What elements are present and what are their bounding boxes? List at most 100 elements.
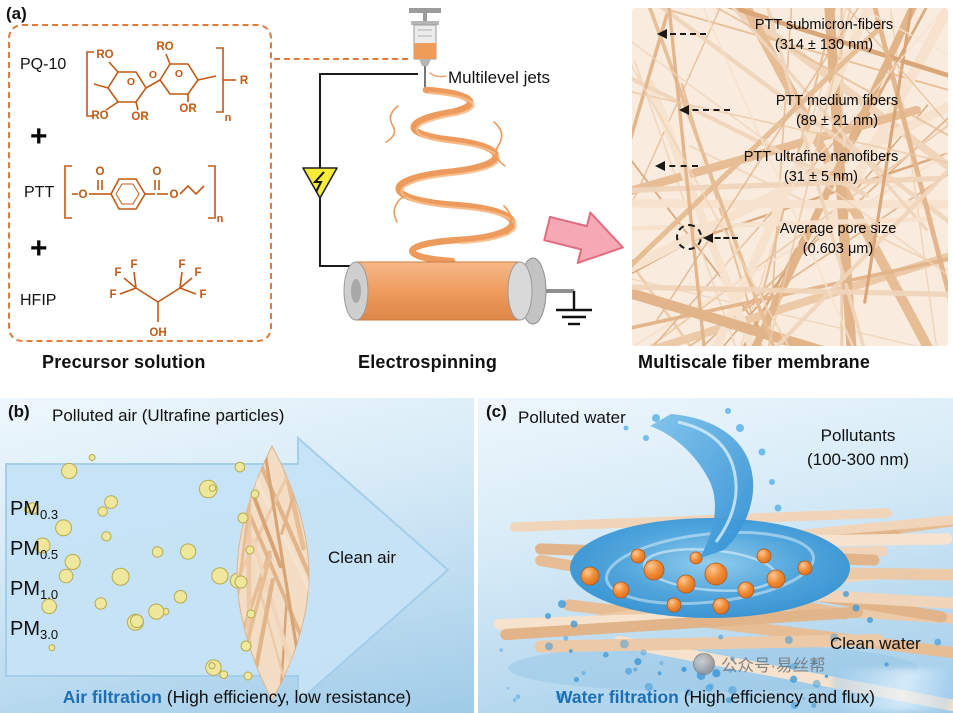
splash-drop [789,675,798,683]
annotation-arrow-icon [679,105,730,115]
membrane-fibers-svg [632,8,948,346]
fiber-network [632,8,948,346]
fiber-line [275,592,289,700]
captured-particle [240,640,252,652]
panel-b: (b) Polluted air (Ultrafine particles) P… [0,398,474,713]
annotation-arrow-icon [657,29,706,39]
pm-label: PM0.3 [10,498,59,522]
hfip-structure: F F F F F F OH [109,259,206,339]
pm-particle [64,553,81,570]
pm-particle [48,644,56,652]
splash-drop [515,694,521,700]
pm-label: PM0.5 [10,538,59,562]
pm-particle [111,567,130,586]
pm-particle [234,461,246,473]
pm-particle [148,603,165,620]
dashed-connector [274,58,408,60]
pm-particle [211,567,229,585]
pm-particle [208,662,216,670]
electrospinning-apparatus [302,8,624,326]
pm-particle [88,453,96,462]
svg-text:O: O [153,166,162,178]
pollutant-sphere [766,569,786,589]
splash-drop [728,668,733,673]
electrospinning-caption: Electrospinning [358,352,498,372]
pm-particle [101,531,112,542]
fiber-line [632,76,870,198]
fiber-line [774,167,948,346]
pm-particle [23,506,31,513]
multilevel-jets-spiral [385,72,517,265]
splash-drop [685,688,693,696]
fiber-line [858,8,948,56]
svg-text:F: F [178,259,185,271]
splash-drop [934,638,942,646]
splash-drop [569,649,573,653]
splash-drop [811,660,818,666]
spray-drop [725,408,731,414]
pollutant-sphere [643,559,665,581]
ptt-structure: O O O O n [64,165,224,225]
syringe-icon [409,8,441,90]
splash-drop [708,683,715,689]
panel-c: (c) Polluted water Pollutants (100-300 n… [478,398,953,713]
svg-text:RO: RO [96,49,113,61]
spray-drop [643,435,649,441]
svg-text:OR: OR [131,111,149,123]
result-arrow-icon [543,211,624,264]
splash-drop [602,651,609,658]
fiber-line [632,41,948,277]
plus-icon: + [30,120,48,153]
pm-particle [151,546,164,558]
svg-text:O: O [79,189,88,201]
air-filtration-graphic [5,435,450,705]
clean-water-label: Clean water [830,634,921,653]
stream-highlight [677,420,738,543]
fiber-line [846,8,948,126]
panel-b-title: Polluted air (Ultrafine particles) [52,406,285,425]
splash-drop [634,658,642,666]
splash-drop [659,660,664,666]
splash-drop [545,613,551,619]
pollutant-spheres [580,548,813,615]
splash-drop [506,686,510,690]
pm-particle [104,495,118,509]
pq10-label: PQ-10 [20,56,67,73]
splash-drop [824,674,829,679]
pm-particle [61,462,78,480]
annotation-arrow-icon [655,161,698,171]
pm-particle [97,506,108,517]
fiber-line [715,8,948,137]
fiber-line [632,175,942,194]
pm-label: PM1.0 [10,578,59,602]
pore-circle-icon [676,224,702,250]
spray-droplets [623,408,782,512]
watermark-logo-icon [693,653,715,675]
pm-particles [23,453,247,680]
pollutant-sphere [712,597,730,615]
splash-drop [633,667,638,672]
panel-a: (a) RO RO O RO [6,4,948,372]
splash-drop [812,679,821,688]
svg-text:OR: OR [179,103,197,115]
clean-air-label: Clean air [328,548,397,567]
splash-drop [563,635,569,641]
panel-a-tag: (a) [6,4,27,23]
pm-particle [58,568,74,584]
pollutant-sphere [612,581,630,599]
splash-drop [681,666,687,672]
svg-text:n: n [217,213,224,225]
svg-text:O: O [170,189,179,201]
splash-drop [726,697,733,704]
water-filtration-graphic [493,408,953,712]
captured-particle [237,512,249,524]
captured-particles [234,489,260,681]
plus-icon: + [30,232,48,265]
pollutant-sphere [797,560,813,576]
svg-text:F: F [194,267,201,279]
splash-drop [545,642,553,651]
splash-drop [730,656,735,662]
pm-particle [55,519,72,537]
pm-particle [173,590,188,604]
svg-text:O: O [149,69,157,81]
